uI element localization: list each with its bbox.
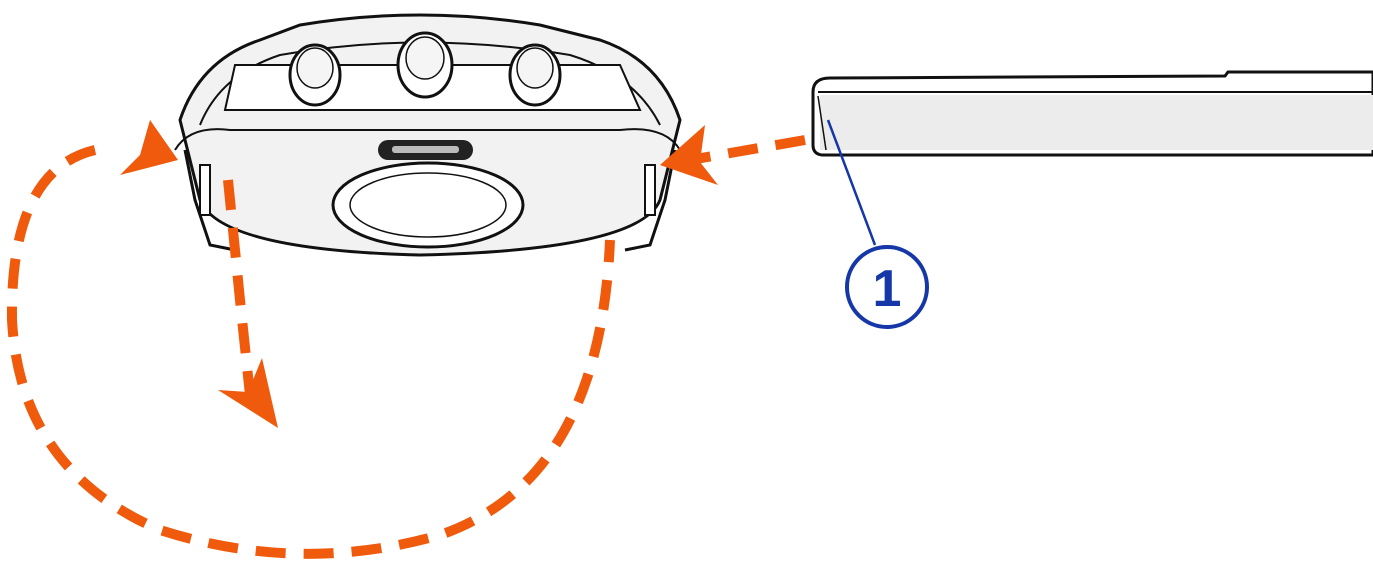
watch-band xyxy=(811,70,1373,157)
arrow-band-to-watch xyxy=(689,135,806,165)
callout-1: 1 xyxy=(826,119,929,329)
arrowheads xyxy=(120,120,718,428)
watch-body xyxy=(174,13,682,257)
arrow-down xyxy=(223,179,255,396)
arrowhead-right-icon xyxy=(660,125,718,185)
arrow-loop xyxy=(6,145,615,559)
arrowhead-down-icon xyxy=(218,358,278,428)
watch-buttons xyxy=(288,31,562,107)
install-arrows xyxy=(6,135,806,559)
arrowhead-left-icon xyxy=(120,120,178,175)
callout-label: 1 xyxy=(873,260,902,318)
